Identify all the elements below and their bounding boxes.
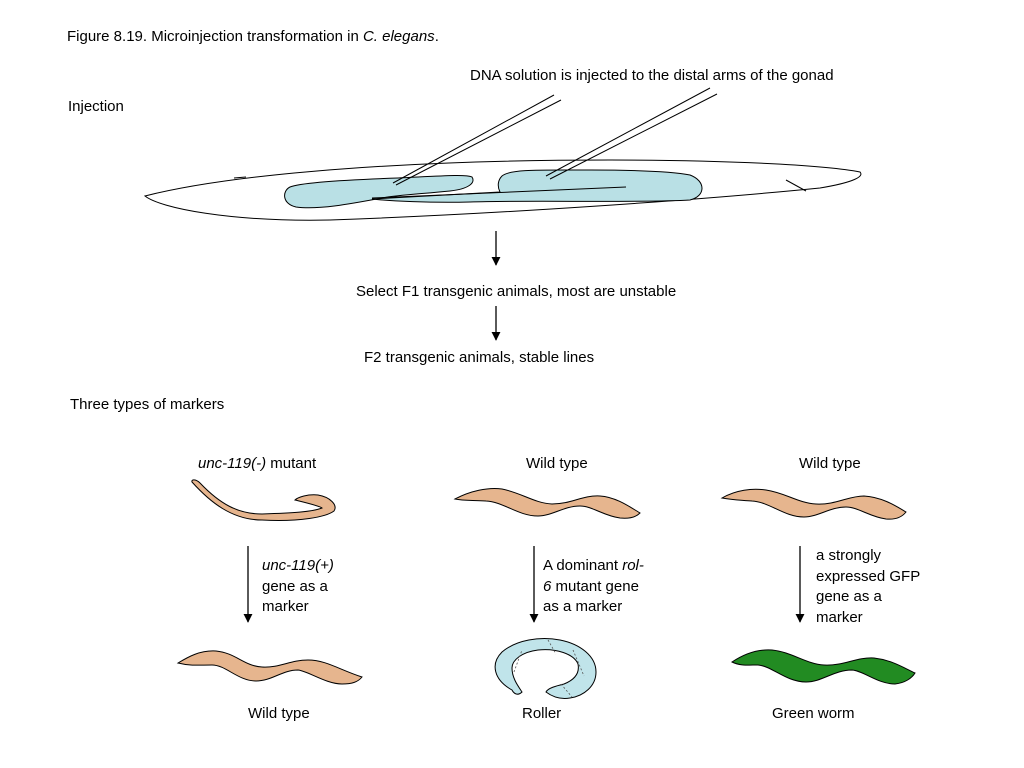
- marker-2-description: A dominant rol- 6 mutant gene as a marke…: [543, 557, 644, 615]
- roller-twist-lines: [513, 639, 585, 698]
- needle-left: [392, 94, 562, 186]
- injection-note: DNA solution is injected to the distal a…: [470, 67, 834, 84]
- injected-worm: [143, 159, 862, 221]
- result-label-3: Green worm: [772, 705, 855, 722]
- wild-type-worm-2: [453, 488, 641, 519]
- markers-heading: Three types of markers: [70, 396, 225, 413]
- gonad-anterior-arm: [284, 174, 474, 209]
- unc-mutant-label: unc-119(-) mutant: [198, 455, 317, 472]
- gonad-center-line: [371, 186, 627, 199]
- injection-label: Injection: [68, 98, 124, 115]
- result-label-2: Roller: [522, 705, 562, 722]
- wild-type-worm-result: [176, 650, 363, 685]
- result-label-1: Wild type: [248, 705, 310, 722]
- injection-needles: [392, 87, 718, 186]
- marker-1-description: unc-119(+) gene as a marker: [262, 557, 334, 615]
- gonad-posterior-arm: [371, 169, 703, 203]
- green-worm: [731, 649, 916, 685]
- needle-right: [545, 87, 718, 180]
- roller-worm: [494, 638, 597, 699]
- roller-body: [494, 638, 597, 699]
- figure-caption: Figure 8.19. Microinjection transformati…: [67, 28, 439, 45]
- wild-type-label-2: Wild type: [526, 455, 588, 472]
- worm-tail-mark: [785, 179, 807, 192]
- f1-step-label: Select F1 transgenic animals, most are u…: [356, 283, 677, 300]
- wild-type-label-3: Wild type: [799, 455, 861, 472]
- marker-3-description: a strongly expressed GFP gene as a marke…: [816, 547, 921, 626]
- unc-mutant-worm: [191, 479, 336, 521]
- wild-type-worm-3: [720, 488, 907, 520]
- f2-step-label: F2 transgenic animals, stable lines: [364, 349, 595, 366]
- species-name: C. elegans: [362, 28, 435, 45]
- worm-mouth-mark: [233, 176, 247, 179]
